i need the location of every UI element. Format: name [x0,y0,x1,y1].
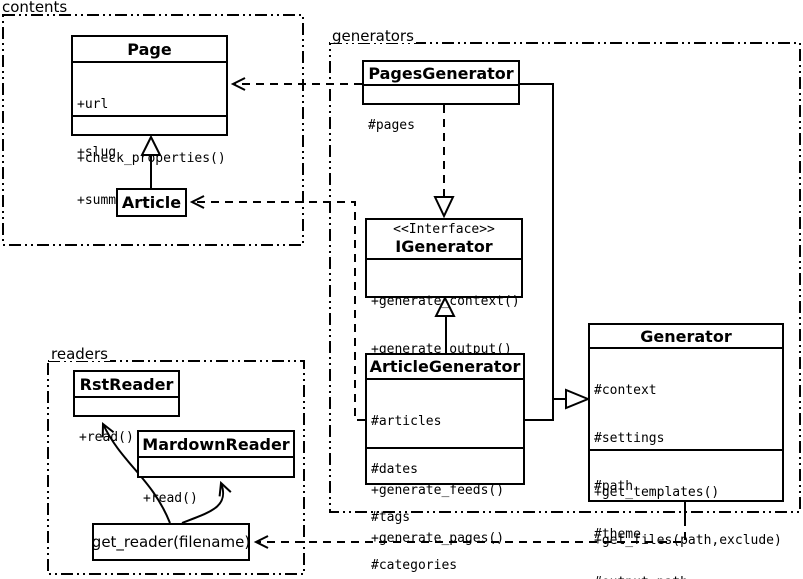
class-attributes: #pages [364,86,518,167]
class-title: <<Interface>> IGenerator [367,220,521,260]
class-methods: +get_templates() +get_files(path,exclude… [590,451,782,579]
class-box-page: Page +url +slug +summary +check_properti… [71,35,228,208]
class-methods: +generate_feeds() +generate_pages() [367,449,523,579]
class-box-rstreader: RstReader +read() [73,370,180,445]
class-method: +check_properties() [77,151,226,166]
association-curve-getreader-mardownreader [181,480,232,524]
class-attribute: #context [594,383,657,398]
class-methods: +read() [75,398,178,479]
inheritance-line-articlegenerator-generator [525,399,554,421]
class-title: RstReader [75,372,178,398]
class-method: +generate_context() [371,294,520,309]
class-title: Page [73,37,226,63]
class-title: ArticleGenerator [367,355,523,380]
class-box-mardownreader: MardownReader +read() [137,430,295,506]
function-box-get-reader: get_reader(filename) [92,523,250,561]
inheritance-triangle-generator [565,388,591,410]
class-attribute: #settings [594,431,665,446]
class-attributes: +url +slug +summary [73,63,226,208]
inheritance-triangle-articlegenerator-igenerator [434,295,456,317]
package-readers-label: readers [49,345,110,363]
class-attribute: #dates [371,462,418,477]
dependency-arrow-generator-getreader [253,518,686,549]
function-label: get_reader(filename) [91,533,251,551]
class-attributes: #context #settings #path #theme #output_… [590,349,782,579]
class-method: +generate_pages() [371,531,505,546]
class-box-article: Article [116,188,187,217]
class-method: +read() [143,491,198,506]
package-generators-border [329,42,801,513]
realization-triangle-pagesgenerator-igenerator [433,196,455,219]
class-attribute: +url [77,97,109,112]
class-name: IGenerator [395,236,493,256]
class-methods: +read() [139,458,293,540]
class-method: +generate_feeds() [371,483,505,498]
class-attribute: #articles [371,414,442,429]
class-attribute: +slug [77,145,117,160]
class-box-generator: Generator #context #settings #path #them… [588,323,784,579]
class-attribute: #theme [594,527,641,542]
class-title: Article [121,193,182,212]
class-method: +read() [79,430,134,445]
package-contents-border [2,14,304,246]
class-stereotype: <<Interface>> [393,221,495,237]
class-attribute: #pages [368,118,415,133]
package-contents-label: contents [0,0,70,16]
class-method: +get_files(path,exclude) [594,533,782,548]
class-title: Generator [590,325,782,349]
class-box-pagesgenerator: PagesGenerator #pages [362,60,520,133]
class-title: PagesGenerator [364,62,518,86]
class-box-igenerator: <<Interface>> IGenerator +generate_conte… [365,218,523,357]
dependency-arrow-articlegenerator-article [189,195,365,421]
class-title: MardownReader [139,432,293,458]
package-readers-border [47,360,305,575]
class-box-articlegenerator: ArticleGenerator #articles #dates #tags … [365,353,525,573]
class-method: +get_templates() [594,485,720,500]
class-attribute: #path [594,479,634,494]
class-methods: +check_properties() [73,117,226,200]
class-attribute: #output_path [594,575,780,579]
association-curve-getreader-rstreader [101,421,171,524]
inheritance-line-pagesgenerator-generator [520,83,566,400]
class-attribute: #tags [371,510,411,525]
package-generators-label: generators [330,27,416,45]
inheritance-triangle-article-page [140,134,162,156]
class-attribute: #categories [371,558,458,573]
class-attributes: #articles #dates #tags #categories [367,380,523,573]
